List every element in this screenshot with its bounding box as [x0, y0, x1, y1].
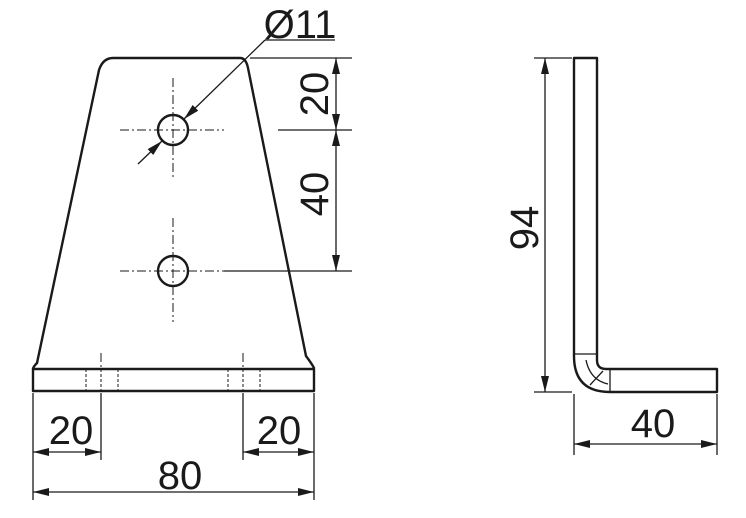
flange-edge [31, 367, 316, 393]
vertical-dimensions: 20 40 [224, 57, 352, 272]
dim-top-to-hole: 20 [293, 72, 337, 117]
diameter-label: Ø11 [264, 3, 337, 47]
dim-left-offset: 20 [49, 409, 94, 453]
centerlines [120, 78, 224, 322]
dim-base-width: 80 [158, 454, 203, 498]
l-bracket-profile [572, 56, 719, 394]
plate-outline [35, 56, 316, 370]
bend-mid-arc [585, 359, 609, 385]
height-dimension: 94 [503, 57, 572, 393]
dim-height: 94 [503, 206, 547, 251]
horizontal-dimensions: 20 20 80 [32, 393, 315, 500]
side-view: 94 40 [503, 56, 719, 455]
flange-dimension: 40 [573, 394, 718, 455]
diameter-callout: Ø11 [137, 3, 337, 165]
hidden-lines [85, 369, 261, 391]
dim-right-offset: 20 [257, 409, 302, 453]
dim-flange-length: 40 [631, 402, 676, 446]
bend-diagonal [589, 370, 604, 386]
dim-hole-spacing: 40 [293, 172, 337, 217]
front-view: Ø11 20 40 20 20 80 [31, 3, 352, 500]
